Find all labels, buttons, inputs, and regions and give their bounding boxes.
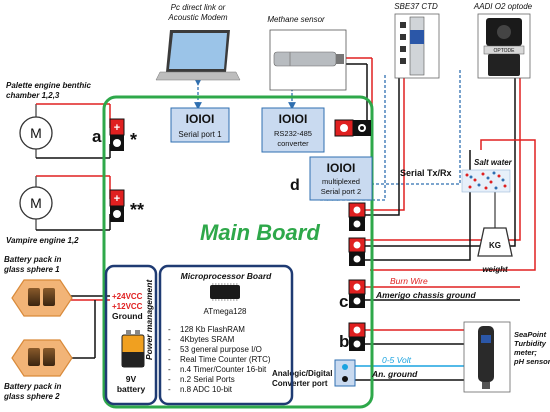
rs485-ioioi: IOIOI [279,112,308,126]
seapoint-sensor-icon [463,321,511,393]
analog-port [334,359,356,387]
motor-icon-palette: M [19,116,53,150]
connector-b [348,322,366,351]
spec-dash: - [168,385,171,394]
power-mgmt-label: Power management [144,279,154,360]
weight-icon: KG [477,227,513,257]
pc-label-2: Acoustic Modem [167,13,227,22]
battery1-label-2: glass sphere 1 [3,265,60,274]
serial-port-1: IOIOI Serial port 1 [170,107,230,143]
connector-aadi [348,237,366,266]
main-board-title: Main Board [200,220,320,245]
spec-item: n.4 Timer/Counter 16-bit [180,365,267,374]
battery2-label-2: glass sphere 2 [3,392,60,401]
weight-box-text: KG [489,241,501,250]
serial-port-1-label: Serial port 1 [178,130,222,139]
micro-title: Microprocessor Board [181,271,272,281]
vampire-label: Vampire engine 1,2 [6,236,79,245]
ground-label: Ground [112,311,143,321]
palette-label-1: Palette engine benthic [6,81,91,90]
spec-item: n.2 Serial Ports [180,375,235,384]
ctd-icon [394,13,440,79]
laptop-icon [155,30,241,81]
chip-icon [210,283,240,301]
spec-dash: - [168,325,171,334]
marker-b: b [339,332,349,351]
battery-9v-label-2: battery [117,384,146,394]
spec-dash: - [168,355,171,364]
star-double: ** [130,200,144,220]
serial-port-1-ioioi: IOIOI [186,112,215,126]
spec-dash: - [168,335,171,344]
marker-a: a [92,127,102,146]
v12-label: +12VCC [112,302,143,311]
battery2-label-1: Battery pack in [4,382,61,391]
spec-item: 53 general purpose I/O [180,345,262,354]
battery-9v-icon [121,330,145,368]
connector-dstar-plus: + [114,193,120,205]
motor-icon-vampire: M [19,186,53,220]
connector-c [348,279,366,308]
optode-icon: OPTODE [477,13,531,79]
weight-label: weight [482,265,508,274]
volt-label: 0-5 Volt [382,355,412,365]
battery1-label-1: Battery pack in [4,255,61,264]
rs485-label-2: converter [277,139,309,148]
spec-list: -128 Kb FlashRAM-4Kbytes SRAM-53 general… [168,325,271,394]
connector-sbe [348,202,366,231]
seapoint-label-3: meter; [514,348,537,357]
palette-label-2: chamber 1,2,3 [6,91,60,100]
optode-body-text: OPTODE [493,48,515,54]
battery-9v-label-1: 9V [126,374,137,384]
salt-water-label: Salt water [474,158,513,167]
chip-label: ATmega128 [204,307,248,316]
spec-item: Real Time Counter (RTC) [180,355,271,364]
serial-port-2: IOIOI multiplexed Serial port 2 [309,156,373,201]
serial-port-2-ioioi: IOIOI [327,161,356,175]
seapoint-label-1: SeaPoint [514,330,547,339]
serial-port-2-label-2: Serial port 2 [321,187,361,196]
motor-palette-letter: M [30,125,42,141]
battery-pack-1-icon [11,279,73,317]
spec-dash: - [168,375,171,384]
spec-item: 128 Kb FlashRAM [180,325,245,334]
connector-a-plus: + [114,122,120,134]
methane-connector [334,119,371,137]
aadi-label: AADI O2 optode [473,2,533,11]
spec-dash: - [168,345,171,354]
serial-txrx-label: Serial Tx/Rx [400,168,452,178]
burn-wire-label: Burn Wire [390,276,428,286]
microprocessor-board: Microprocessor Board ATmega128 -128 Kb F… [158,264,294,406]
rs485-converter: IOIOI RS232-485 converter [261,107,325,153]
connector-a: + [109,118,125,151]
rs485-label-1: RS232-485 [274,129,312,138]
seapoint-label-4: pH sensor [513,357,550,366]
analog-port-label-1: Analogic/Digital [272,369,332,378]
analog-port-label-2: Converter port [272,379,328,388]
spec-dash: - [168,365,171,374]
motor-vampire-letter: M [30,195,42,211]
marker-c: c [339,292,348,311]
v24-label: +24VCC [112,292,143,301]
methane-sensor-icon [269,29,347,91]
methane-label: Methane sensor [267,15,325,24]
pc-label-1: Pc direct link or [171,3,226,12]
seapoint-label-2: Turbidity [514,339,547,348]
battery-pack-2-icon [11,339,73,377]
amerigo-label: Amerigo chassis ground [375,290,476,300]
connector-double-star: + [109,189,125,222]
spec-item: n.8 ADC 10-bit [180,385,233,394]
star-single: * [130,130,137,150]
an-ground-label: An. ground [371,369,418,379]
salt-water-icon [461,169,511,193]
marker-d: d [290,177,300,194]
main-board-outline [102,95,374,409]
power-management: +24VCC +12VCC Ground 9V battery Power ma… [104,264,158,406]
sbe-label: SBE37 CTD [394,2,438,11]
serial-port-2-label-1: multiplexed [322,177,360,186]
spec-item: 4Kbytes SRAM [180,335,235,344]
